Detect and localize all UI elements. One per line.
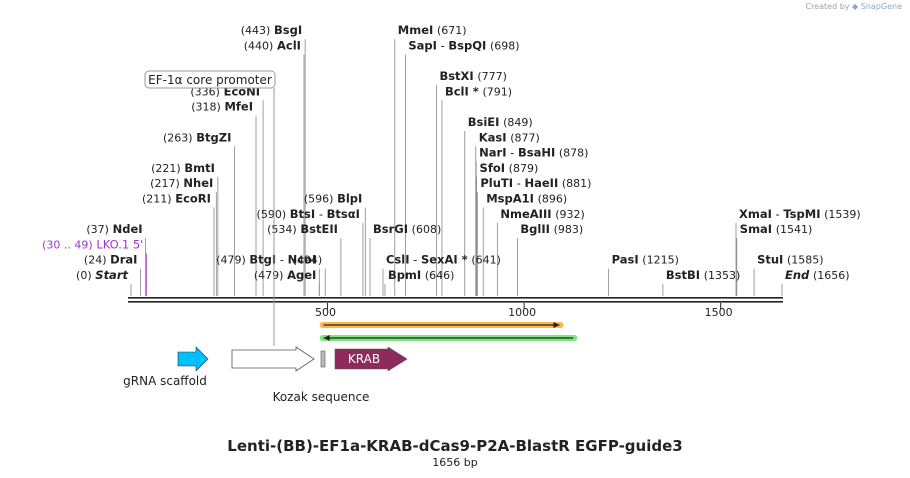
enzyme-site[interactable]: (318) MfeI [191, 100, 253, 114]
enzyme-site[interactable]: (479) AgeI [254, 268, 316, 282]
snapgene-logo-icon: ◆ [852, 2, 859, 11]
sequence-backbone [128, 297, 783, 303]
enzyme-site[interactable]: (534) BstEII [267, 222, 338, 236]
enzyme-site[interactable]: (217) NheI [150, 176, 213, 190]
promoter-callout: EF-1α core promoter [144, 70, 276, 346]
ruler-tick-label: 1000 [508, 306, 536, 319]
primers [319, 322, 578, 341]
enzyme-site[interactable]: PluTI - HaeII (881) [480, 176, 591, 190]
enzyme-site[interactable]: (211) EcoRI [142, 192, 211, 206]
ruler-tick-label: 1500 [705, 306, 733, 319]
enzyme-site[interactable]: NarI - BsaHI (878) [479, 146, 588, 160]
enzyme-site[interactable]: BstBI (1353) [666, 268, 740, 282]
enzyme-site[interactable]: (221) BmtI [151, 161, 215, 175]
feature-label-KRAB: KRAB [348, 352, 380, 366]
feature-kozak[interactable] [320, 350, 326, 368]
enzyme-site[interactable]: (443) BsgI [241, 23, 302, 37]
feature-label-kozak: Kozak sequence [273, 390, 370, 404]
enzyme-site[interactable]: (24) DraI [84, 253, 138, 267]
credit-brand: SnapGene [860, 2, 902, 11]
enzyme-site[interactable]: SfoI (879) [480, 161, 539, 175]
enzyme-site[interactable]: (30 .. 49) LKO.1 5' [42, 237, 143, 251]
primer-forward[interactable] [319, 322, 564, 328]
enzyme-site[interactable]: StuI (1585) [757, 253, 823, 267]
enzyme-site[interactable]: (440) AclI [244, 39, 301, 53]
primer-reverse[interactable] [319, 335, 578, 341]
map-title: Lenti-(BB)-EF1a-KRAB-dCas9-P2A-BlastR EG… [227, 437, 683, 455]
enzyme-site[interactable]: End (1656) [785, 268, 850, 282]
enzyme-site[interactable]: (263) BtgZI [163, 130, 231, 144]
enzyme-site[interactable]: NmeAIII (932) [500, 207, 584, 221]
map-length: 1656 bp [432, 456, 478, 469]
enzyme-site[interactable]: (494) [293, 254, 323, 267]
enzyme-site[interactable]: MmeI (671) [398, 23, 467, 37]
feature-gRNA-scaffold[interactable] [177, 346, 209, 372]
enzyme-site[interactable]: SapI - BspQI (698) [408, 39, 519, 53]
feature-ef1a-promoter[interactable] [231, 346, 315, 372]
enzyme-site[interactable]: BpmI (646) [388, 268, 455, 282]
ruler-tick-label: 500 [315, 306, 336, 319]
credit-prefix: Created by [805, 2, 850, 11]
promoter-label: EF-1α core promoter [148, 73, 272, 87]
enzyme-site[interactable]: BsiEI (849) [468, 115, 533, 129]
enzyme-site[interactable]: (590) BtsI - BtsαI [257, 207, 360, 221]
enzyme-site[interactable]: MspA1I (896) [486, 192, 567, 206]
enzyme-site[interactable]: BsrGI (608) [373, 222, 441, 236]
enzyme-site[interactable]: KasI (877) [479, 130, 540, 144]
feature-KRAB[interactable]: KRAB [334, 346, 408, 372]
enzyme-site[interactable]: CslI - SexAI * (641) [386, 253, 501, 267]
site-lines [130, 39, 783, 296]
enzyme-site[interactable]: BstXI (777) [439, 69, 507, 83]
enzyme-site[interactable]: (479) BtgI - NcoI [216, 253, 316, 267]
enzyme-site[interactable]: BglII (983) [520, 222, 583, 236]
enzyme-site[interactable]: XmaI - TspMI (1539) [739, 207, 861, 221]
ruler: 500 1000 1500 [315, 303, 733, 319]
enzyme-site[interactable]: BclI * (791) [445, 84, 512, 98]
feature-label-gRNA: gRNA scaffold [123, 374, 207, 388]
enzyme-site[interactable]: (596) BlpI [304, 192, 362, 206]
enzyme-site[interactable]: SmaI (1541) [740, 222, 813, 236]
snapgene-credit: Created by ◆ SnapGene [805, 2, 902, 11]
enzyme-site[interactable]: (0) Start [76, 268, 128, 282]
enzyme-site[interactable]: PasI (1215) [612, 253, 679, 267]
enzyme-site[interactable]: (37) NdeI [86, 222, 142, 236]
site-labels: (0) Start(24) DraI (30 .. 49) LKO.1 5'(37… [42, 23, 861, 282]
